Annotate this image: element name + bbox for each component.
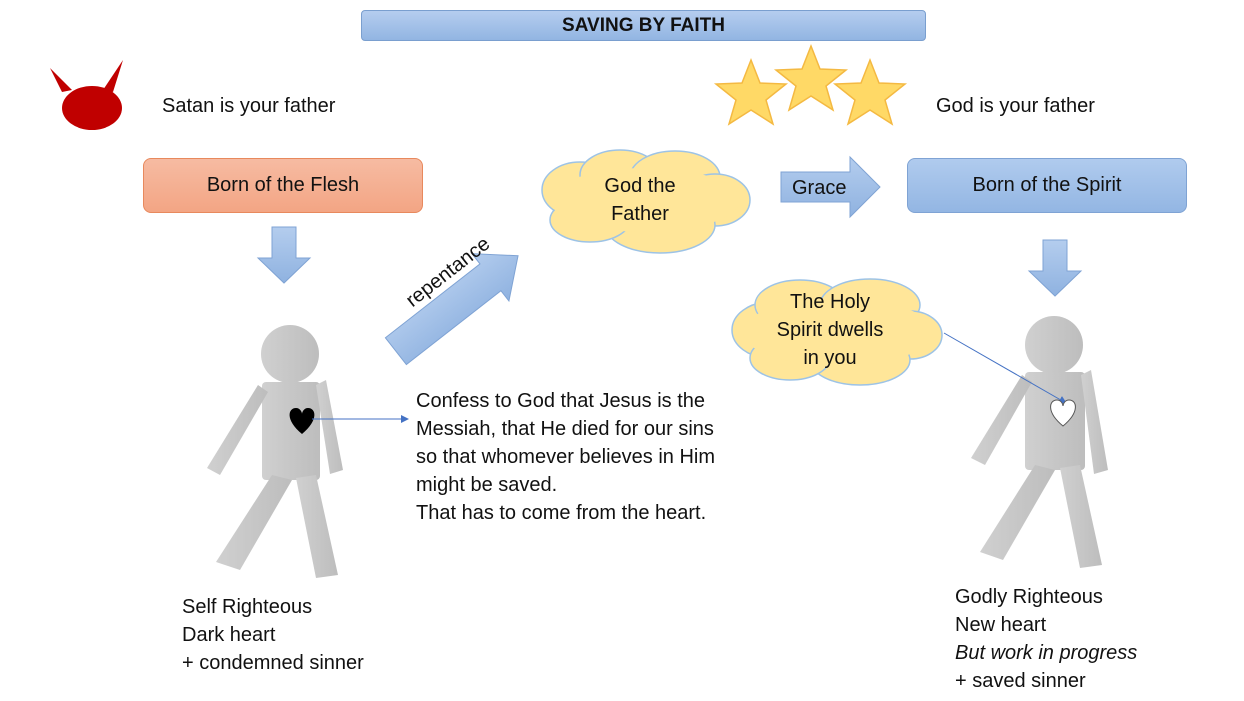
right-person-figure — [971, 316, 1108, 568]
confession-line: Confess to God that Jesus is the — [416, 390, 706, 412]
confession-text: Confess to God that Jesus is the Messiah… — [416, 387, 715, 527]
status-line: New heart — [955, 614, 1047, 636]
cloud-holy-spirit — [731, 278, 943, 386]
grace-arrow — [780, 155, 881, 219]
status-line: Dark heart — [182, 624, 276, 646]
devil-icon — [50, 60, 123, 130]
right-status: Godly Righteous New heart But work in pr… — [955, 583, 1137, 695]
grace-label: Grace — [792, 177, 847, 199]
cloud-line: The Holy — [789, 291, 871, 313]
dark-heart-icon — [289, 408, 315, 434]
down-arrow-right — [1027, 239, 1083, 297]
left-person-figure — [207, 325, 343, 578]
born-of-spirit-box: Born of the Spirit — [907, 158, 1187, 213]
status-line: Godly Righteous — [955, 586, 1103, 608]
cloud-line: Spirit dwells — [776, 319, 884, 341]
status-line: + saved sinner — [955, 670, 1086, 692]
cloud-line: God the — [604, 175, 676, 197]
satan-father-label: Satan is your father — [162, 95, 336, 117]
born-of-flesh-box: Born of the Flesh — [143, 158, 423, 213]
confession-line: might be saved. — [416, 474, 558, 496]
confession-line: Messiah, that He died for our sins — [416, 418, 714, 440]
cloud-line: Father — [611, 203, 669, 225]
spirit-connector — [943, 332, 1067, 404]
status-line-italic: But work in progress — [955, 642, 1138, 664]
cloud-holy-spirit-text: The Holy Spirit dwells in you — [760, 288, 900, 372]
cloud-god-father-text: God the Father — [580, 172, 700, 228]
left-status: Self Righteous Dark heart + condemned si… — [182, 593, 364, 677]
god-father-label: God is your father — [936, 95, 1095, 117]
confession-line: That has to come from the heart. — [416, 502, 707, 524]
new-heart-icon — [1050, 399, 1076, 427]
status-line: Self Righteous — [182, 596, 313, 618]
stars-icon — [713, 43, 908, 126]
status-line: + condemned sinner — [182, 652, 364, 674]
down-arrow-left — [256, 226, 312, 284]
page-title: SAVING BY FAITH — [361, 10, 926, 41]
cloud-god-father — [541, 149, 751, 254]
confession-line: so that whomever believes in Him — [416, 446, 716, 468]
cloud-line: in you — [803, 347, 857, 369]
repentance-arrow — [384, 253, 519, 366]
